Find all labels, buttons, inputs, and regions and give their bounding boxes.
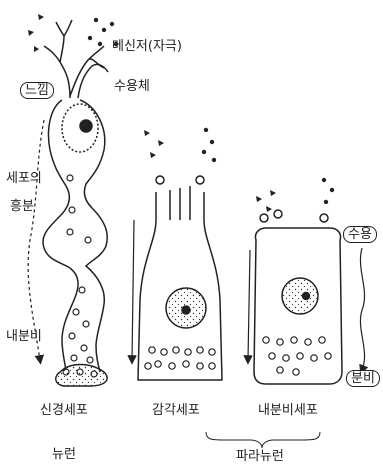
label-sensation: 느낌: [20, 82, 54, 99]
sensory-messengers: [144, 128, 216, 162]
neuron-cell-drawing: [43, 20, 108, 386]
endocrine-vesicles: [263, 337, 331, 375]
label-messenger: 메신저(자극): [112, 40, 182, 53]
caption-neuron: 뉴런: [52, 448, 76, 461]
endocrine-arrow-right: [360, 248, 364, 370]
label-secretion-left: 내분비: [6, 330, 42, 343]
endocrine-messengers: [256, 178, 334, 212]
neuron-messengers: [28, 14, 118, 52]
caption-endocrine-cell: 내분비세포: [258, 404, 318, 417]
label-excitation-2: 흥분: [10, 200, 34, 213]
label-secretion-right: 분비: [346, 370, 380, 387]
caption-neuron-cell: 신경세포: [40, 404, 88, 417]
caption-paraneuron: 파라뉴런: [236, 450, 284, 463]
caption-sensory-cell: 감각세포: [152, 404, 200, 417]
label-receive: 수용: [343, 226, 377, 243]
excitation-arrow: [28, 120, 44, 360]
endocrine-arrow-left: [248, 250, 250, 360]
sensory-arrow: [132, 220, 134, 360]
sensory-vesicles: [145, 347, 215, 369]
label-excitation-1: 세포의: [6, 172, 42, 185]
label-receptor: 수용체: [114, 80, 150, 93]
paraneuron-brace: [206, 432, 320, 448]
